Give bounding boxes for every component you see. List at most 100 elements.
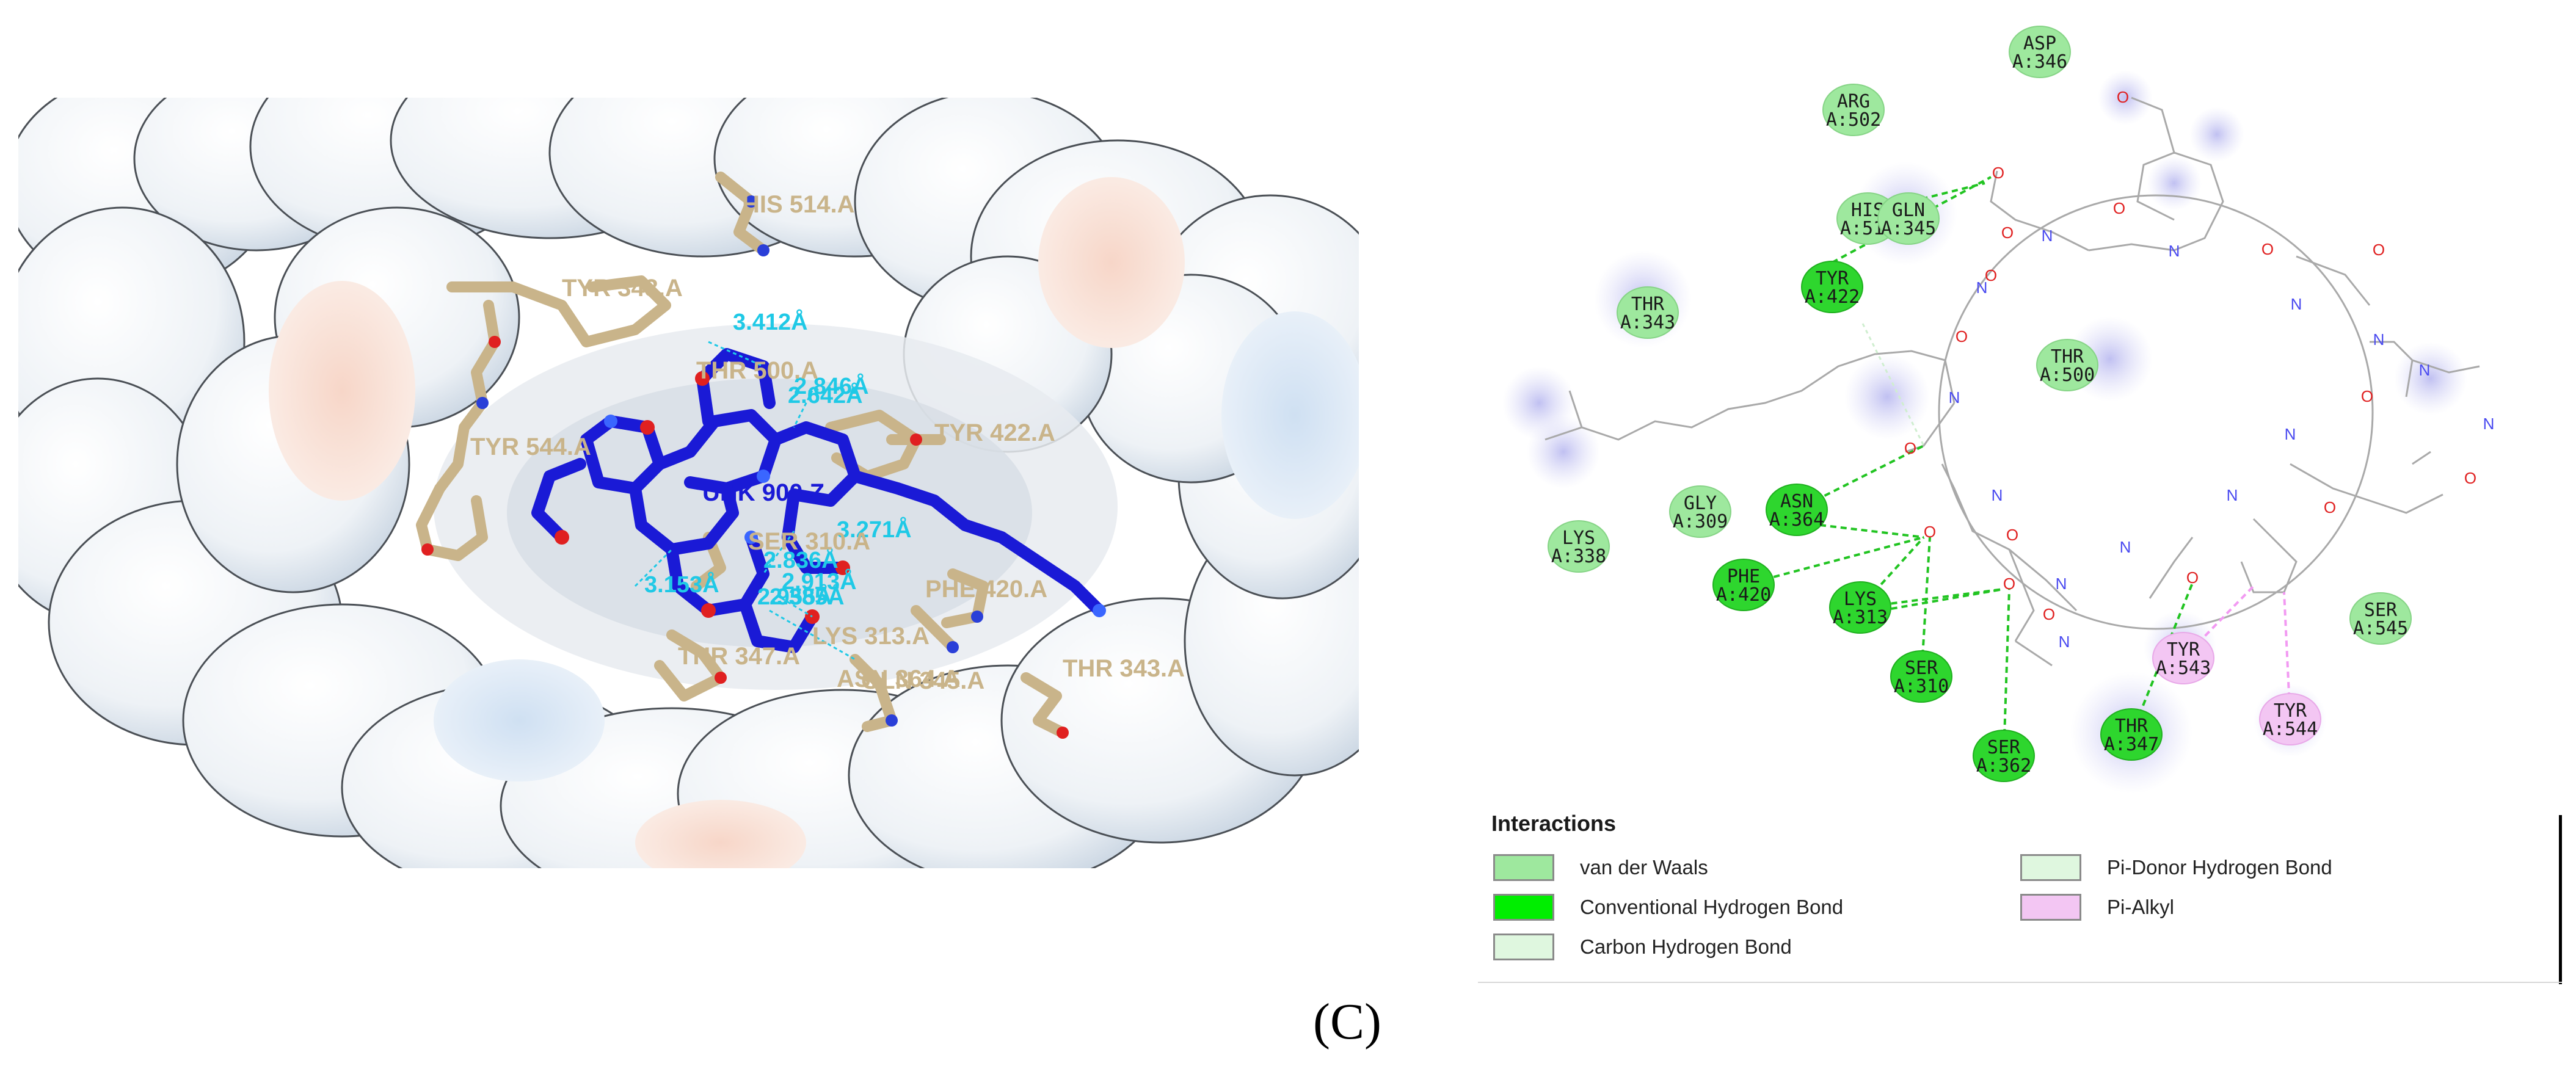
distance-label: 2.385Å [770, 583, 845, 610]
residue-chain: A:338 [1551, 546, 1606, 567]
distance-label: 3.412Å [733, 308, 808, 335]
residue-chain: A:343 [1620, 312, 1675, 333]
nitrogen-atom-label: N [2373, 330, 2385, 349]
ligand-bond [1990, 170, 2089, 252]
residue-name: ASP [2023, 33, 2056, 54]
oxygen-atom-label: O [2361, 387, 2373, 405]
distance-line [781, 597, 813, 618]
residue-name: GLN [1892, 200, 1925, 221]
oxygen-atom-label: O [1985, 266, 1997, 285]
distance-lines [634, 341, 856, 661]
residue-label: PHE 420.A [925, 576, 1047, 603]
residue-chain: A:347 [2104, 734, 2159, 755]
residue-chain: A:362 [1976, 755, 2031, 777]
residue-atom [947, 641, 959, 653]
residue-chain: A:502 [1826, 109, 1881, 131]
atom-halo [2147, 156, 2202, 211]
ligand-bond [1941, 463, 2078, 612]
ligand-bond [2088, 151, 2224, 252]
oxygen-atom-label: O [1992, 164, 2004, 182]
legend-label: Carbon Hydrogen Bond [1580, 935, 1792, 958]
legend-item-hbond: Conventional Hydrogen Bond [1493, 892, 1843, 923]
ligand-oxygen [701, 603, 716, 618]
atom-halo [2189, 107, 2244, 162]
residue-disc [1712, 559, 1775, 611]
panel-label: (C) [1313, 993, 1381, 1050]
oxygen-atom-label: O [2464, 469, 2476, 487]
oxygen-atom-label: O [2324, 498, 2336, 517]
residue-chain: A:313 [1833, 607, 1888, 628]
nitrogen-atom-label: N [2042, 227, 2053, 245]
nitrogen-atom-label: N [1949, 388, 1960, 407]
residue-stick [850, 654, 897, 732]
nitrogen-atom-label: N [2291, 295, 2302, 313]
ligand-stick [696, 348, 776, 427]
legend-label: Pi-Alkyl [2107, 896, 2175, 918]
oxygen-atom-label: O [2261, 240, 2274, 258]
legend-swatch [1493, 934, 1554, 960]
residue-name: TYR [2274, 700, 2307, 722]
residue-stick [416, 483, 488, 561]
residue-disc [1973, 730, 2035, 782]
residue-label: LYS 313.A [812, 623, 930, 650]
distance-line [634, 548, 673, 587]
residue-sticks [416, 172, 1069, 739]
surface-negative-patch [269, 281, 415, 501]
ligand-stick [782, 488, 849, 574]
residue-label: THR 500.A [696, 357, 818, 384]
residue-name: LYS [1844, 589, 1877, 610]
ligand-oxygen [835, 560, 850, 575]
ligand-stick [849, 470, 1105, 617]
atom-halo [1527, 415, 1600, 488]
oxygen-atom-label: O [2001, 223, 2014, 242]
residue-disc [1801, 261, 1863, 313]
ligand-stick [666, 531, 770, 617]
surface-negative-patch [1038, 177, 1185, 348]
oxygen-atom-label: O [2006, 526, 2018, 544]
hydrogen-bond-line [1832, 176, 1992, 264]
residue-chain: A:500 [2040, 364, 2095, 386]
residue-chain: A:422 [1805, 286, 1860, 308]
distance-label: 3.153Å [644, 571, 719, 598]
residue-disc [1829, 581, 1891, 634]
panel-border [1478, 982, 2562, 983]
residue-atom [886, 714, 898, 727]
residue-name: THR [2115, 716, 2148, 737]
residue-chain: A:544 [2263, 719, 2318, 740]
legend-swatch [2020, 894, 2081, 921]
residue-disc [1822, 84, 1885, 136]
residue-chain: A:345 [1881, 218, 1936, 239]
residue-chain: A:420 [1716, 584, 1771, 606]
nitrogen-atom-label: N [2169, 242, 2180, 260]
legend-swatch [1493, 894, 1554, 921]
distance-label: 2.846Å [794, 372, 869, 399]
residue-atom [476, 397, 489, 409]
residue-label: ASN 364.A [837, 665, 960, 692]
residue-name: TYR [1816, 268, 1849, 289]
legend-label: Conventional Hydrogen Bond [1580, 896, 1844, 918]
ligand-stick [531, 458, 586, 543]
residue-label: TYR 422.A [934, 419, 1055, 446]
legend-title: Interactions [1491, 811, 1617, 836]
residue-atom [910, 433, 922, 446]
residue-disc [1877, 192, 1940, 245]
legend-label: van der Waals [1580, 856, 1708, 879]
nitrogen-atom-label: N [2120, 538, 2131, 556]
residue-name: TYR [2167, 639, 2200, 661]
residue-disc [1617, 286, 1679, 339]
oxygen-atom-label: O [1924, 523, 1936, 541]
residue-label: THR 347.A [678, 643, 800, 670]
residue-atom [489, 336, 501, 348]
